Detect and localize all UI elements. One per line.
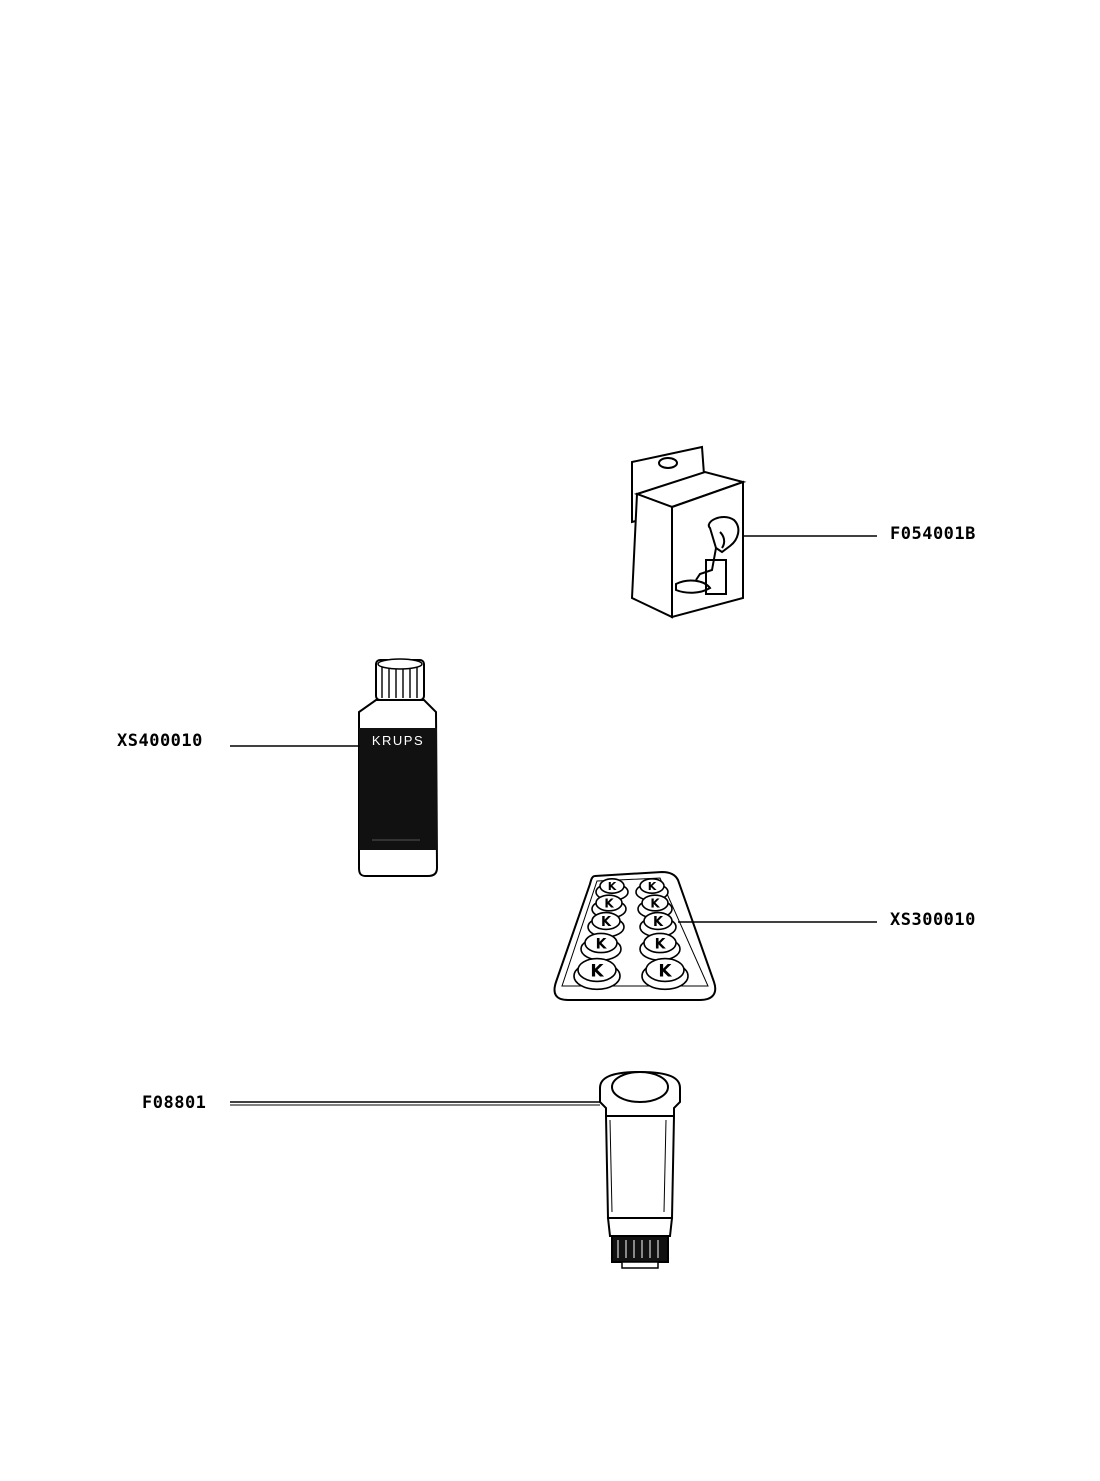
svg-text:K: K bbox=[653, 915, 664, 930]
svg-text:K: K bbox=[658, 962, 672, 982]
svg-text:K: K bbox=[596, 937, 608, 953]
tablet-icon: K bbox=[580, 932, 622, 961]
part-number-tablets: XS300010 bbox=[890, 910, 976, 930]
tablet-icon: K bbox=[587, 911, 625, 938]
part-number-filter-pack: F054001B bbox=[890, 524, 976, 544]
tablet-icon: K bbox=[573, 957, 621, 991]
svg-text:K: K bbox=[608, 880, 617, 893]
part-number-descaler: XS400010 bbox=[117, 731, 203, 751]
descaler-bottle bbox=[358, 658, 439, 877]
tablet-icon: K bbox=[639, 911, 677, 938]
bottle-brand-text: KRUPS bbox=[372, 733, 424, 748]
svg-text:K: K bbox=[655, 937, 667, 953]
svg-text:K: K bbox=[650, 897, 660, 911]
svg-text:K: K bbox=[590, 962, 604, 982]
tablet-icon: K bbox=[641, 957, 689, 991]
part-number-cartridge: F08801 bbox=[142, 1093, 207, 1113]
filter-cartridge bbox=[599, 1070, 681, 1269]
svg-text:K: K bbox=[601, 915, 612, 930]
filter-pack-box bbox=[630, 445, 747, 619]
tablet-icon: K bbox=[639, 932, 681, 961]
svg-text:K: K bbox=[604, 897, 614, 911]
svg-text:K: K bbox=[648, 880, 657, 893]
